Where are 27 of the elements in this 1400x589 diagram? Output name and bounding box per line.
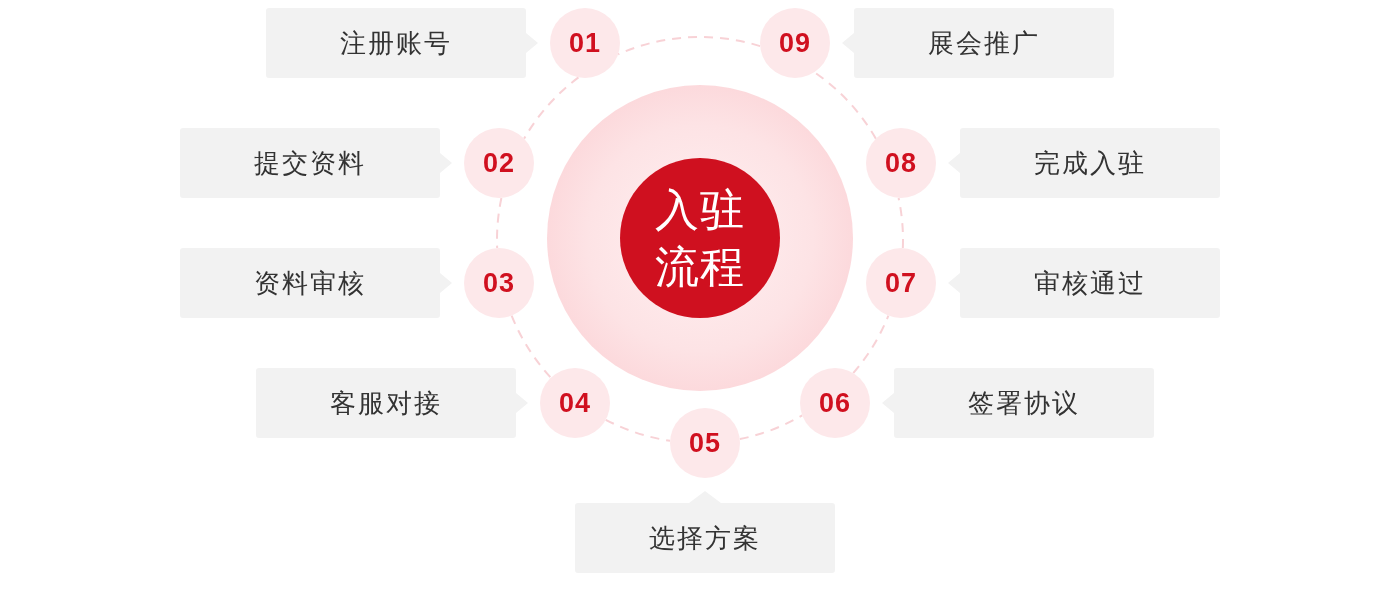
dashed-connector (510, 314, 552, 379)
callout-box: 完成入驻 (948, 128, 1220, 198)
callout-box: 审核通过 (948, 248, 1220, 318)
callout-box: 资料审核 (180, 248, 452, 318)
dashed-connector (604, 418, 672, 442)
dashed-connector (852, 314, 890, 375)
number-circle: 06 (800, 368, 870, 438)
number-circle: 02 (464, 128, 534, 198)
number-circle: 03 (464, 248, 534, 318)
callout-box: 客服对接 (256, 368, 528, 438)
number-circle: 07 (866, 248, 936, 318)
dashed-connector (523, 76, 580, 140)
number-circle: 05 (670, 408, 740, 478)
dashed-connector (813, 71, 877, 140)
callout-box: 选择方案 (575, 491, 835, 573)
callout-box: 注册账号 (266, 8, 538, 78)
callout-box: 展会推广 (842, 8, 1114, 78)
dashed-connector (617, 36, 762, 56)
dashed-connector (496, 196, 503, 250)
dashed-connector (897, 196, 904, 250)
number-circle: 08 (866, 128, 936, 198)
number-circle: 01 (550, 8, 620, 78)
number-circle: 04 (540, 368, 610, 438)
number-circle: 09 (760, 8, 830, 78)
callout-box: 签署协议 (882, 368, 1154, 438)
dashed-connector (738, 414, 804, 441)
callout-box: 提交资料 (180, 128, 452, 198)
